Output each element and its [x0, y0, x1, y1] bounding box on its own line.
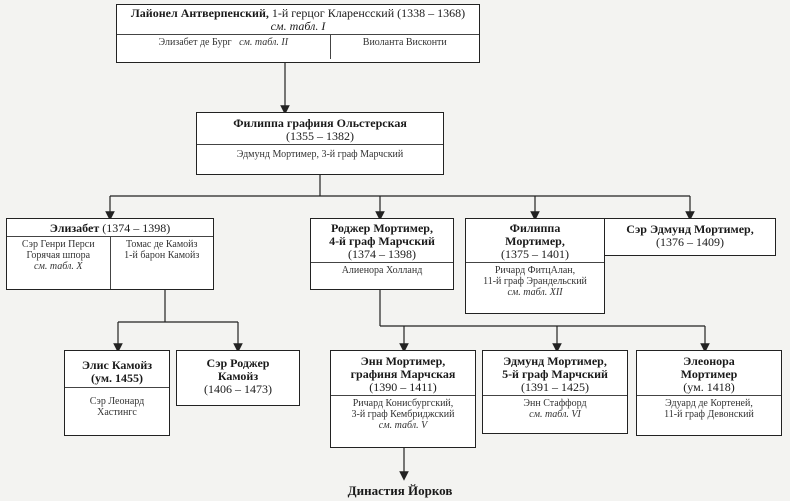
node-roger-camoys: Сэр Роджер Камойз (1406 – 1473) [176, 350, 300, 406]
node-anne-mortimer: Энн Мортимер, графиня Марчская (1390 – 1… [330, 350, 476, 448]
roger-c-name-2: Камойз [217, 369, 259, 383]
roger-spouse: Алиенора Холланд [311, 262, 453, 278]
eleanor-name-1: Элеонора [683, 354, 735, 368]
elizabeth-dates: (1374 – 1398) [102, 221, 171, 235]
eleanor-name-2: Мортимер [680, 367, 738, 381]
node-lionel: Лайонел Антверпенский, 1-й герцог Кларен… [116, 4, 480, 63]
philippa2-dates: (1375 – 1401) [501, 247, 569, 261]
node-philippa-ulster: Филиппа графиня Ольстерская (1355 – 1382… [196, 112, 444, 175]
philippa2-spouse: Ричард ФитцАлан, 11-й граф Эрандельский … [466, 262, 604, 300]
alice-dates: (ум. 1455) [90, 371, 143, 385]
roger-dates: (1374 – 1398) [348, 247, 416, 261]
edmund5-spouse: Энн Стаффорд см. табл. VI [483, 395, 627, 422]
lionel-spouse-1: Элизабет де Бург см. табл. II [158, 37, 289, 48]
philippa-spouse: Эдмунд Мортимер, 3-й граф Марчский [197, 144, 443, 162]
edmund-sir-dates: (1376 – 1409) [656, 235, 724, 249]
alice-spouse: Сэр Леонард Хастингс [65, 387, 169, 420]
roger-name-2: 4-й граф Марчский [329, 234, 435, 248]
philippa-dates: (1355 – 1382) [286, 129, 354, 143]
roger-name-1: Роджер Мортимер, [331, 221, 433, 235]
anne-name-1: Энн Мортимер, [360, 354, 446, 368]
node-philippa-mortimer: Филиппа Мортимер, (1375 – 1401) Ричард Ф… [465, 218, 605, 314]
node-roger-mortimer: Роджер Мортимер, 4-й граф Марчский (1374… [310, 218, 454, 290]
anne-name-2: графиня Марчская [350, 367, 456, 381]
anne-spouse: Ричард Конисбургский, 3-й граф Кембриджс… [331, 395, 475, 433]
node-edmund-mortimer-5th: Эдмунд Мортимер, 5-й граф Марчский (1391… [482, 350, 628, 434]
philippa-name: Филиппа графиня Ольстерская [233, 116, 407, 130]
lionel-name: Лайонел Антверпенский, [130, 6, 269, 20]
lionel-ref: см. табл. I [270, 19, 326, 33]
edmund5-dates: (1391 – 1425) [521, 380, 589, 394]
lionel-spouse-2: Виоланта Висконти [329, 35, 479, 59]
elizabeth-spouse-2: Томас де Камойз 1-й барон Камойз [109, 237, 214, 289]
philippa2-name-2: Мортимер, [505, 234, 565, 248]
elizabeth-spouse-1: Сэр Генри Перси Горячая шпора см. табл. … [21, 239, 95, 272]
roger-c-name-1: Сэр Роджер [206, 356, 270, 370]
edmund-sir-name: Сэр Эдмунд Мортимер, [626, 222, 754, 236]
alice-name: Элис Камойз [81, 358, 153, 372]
eleanor-spouse: Эдуард де Кортеней, 11-й граф Девонский [637, 395, 781, 422]
edmund5-name-1: Эдмунд Мортимер, [503, 354, 607, 368]
lionel-title: 1-й герцог Кларенсский (1338 – 1368) [271, 6, 466, 20]
dynasty-of-york-label: Династия Йорков [347, 483, 453, 498]
node-elizabeth: Элизабет (1374 – 1398) Сэр Генри Перси Г… [6, 218, 214, 290]
edmund5-name-2: 5-й граф Марчский [502, 367, 608, 381]
node-eleanor-mortimer: Элеонора Мортимер (ум. 1418) Эдуард де К… [636, 350, 782, 436]
node-sir-edmund-mortimer: Сэр Эдмунд Мортимер, (1376 – 1409) [604, 218, 776, 256]
node-alice-camoys: Элис Камойз (ум. 1455) Сэр Леонард Хасти… [64, 350, 170, 436]
eleanor-dates: (ум. 1418) [683, 380, 735, 394]
elizabeth-name: Элизабет [49, 221, 100, 235]
roger-c-dates: (1406 – 1473) [204, 382, 272, 396]
anne-dates: (1390 – 1411) [369, 380, 437, 394]
philippa2-name-1: Филиппа [509, 221, 561, 235]
